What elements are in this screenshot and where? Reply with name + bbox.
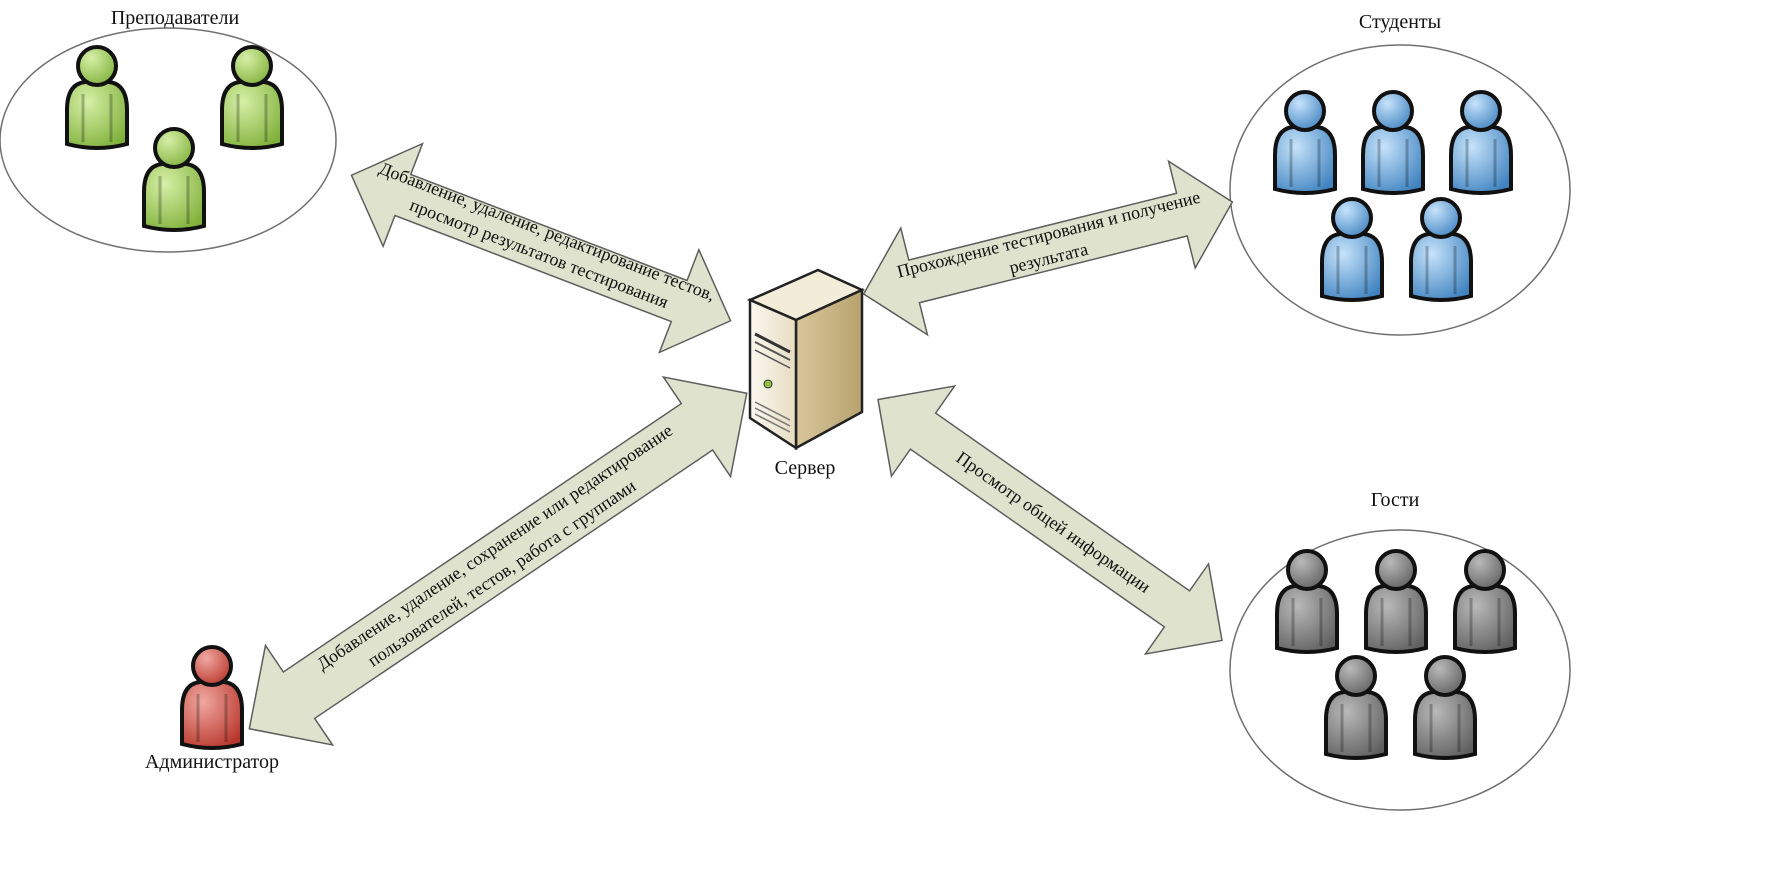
arrow-students-server: Прохождение тестирования и получение рез… bbox=[862, 159, 1234, 337]
arrow-admin-label-2: пользователей, тестов, работа с группами bbox=[364, 475, 640, 670]
admin-user-icon bbox=[180, 645, 244, 750]
server-tower-icon bbox=[746, 268, 866, 451]
arrow-admin-label-1: Добавление, удаление, сохранение или ред… bbox=[313, 420, 676, 674]
arrow-guests-label-1: Просмотр общей информации bbox=[953, 447, 1155, 597]
arrow-admin-server: Добавление, удаление, сохранение или ред… bbox=[248, 375, 748, 747]
arrow-teachers-server: Добавление, удаление, редактирование тес… bbox=[350, 142, 732, 354]
admin-title: Администратор bbox=[145, 751, 279, 773]
server-title: Сервер bbox=[775, 457, 836, 479]
teachers-title: Преподаватели bbox=[111, 7, 240, 29]
students-title: Студенты bbox=[1359, 11, 1441, 33]
arrow-teachers-label-1: Добавление, удаление, редактирование тес… bbox=[376, 158, 718, 305]
guests-title: Гости bbox=[1371, 489, 1420, 511]
arrow-guests-server: Просмотр общей информации bbox=[877, 384, 1223, 656]
